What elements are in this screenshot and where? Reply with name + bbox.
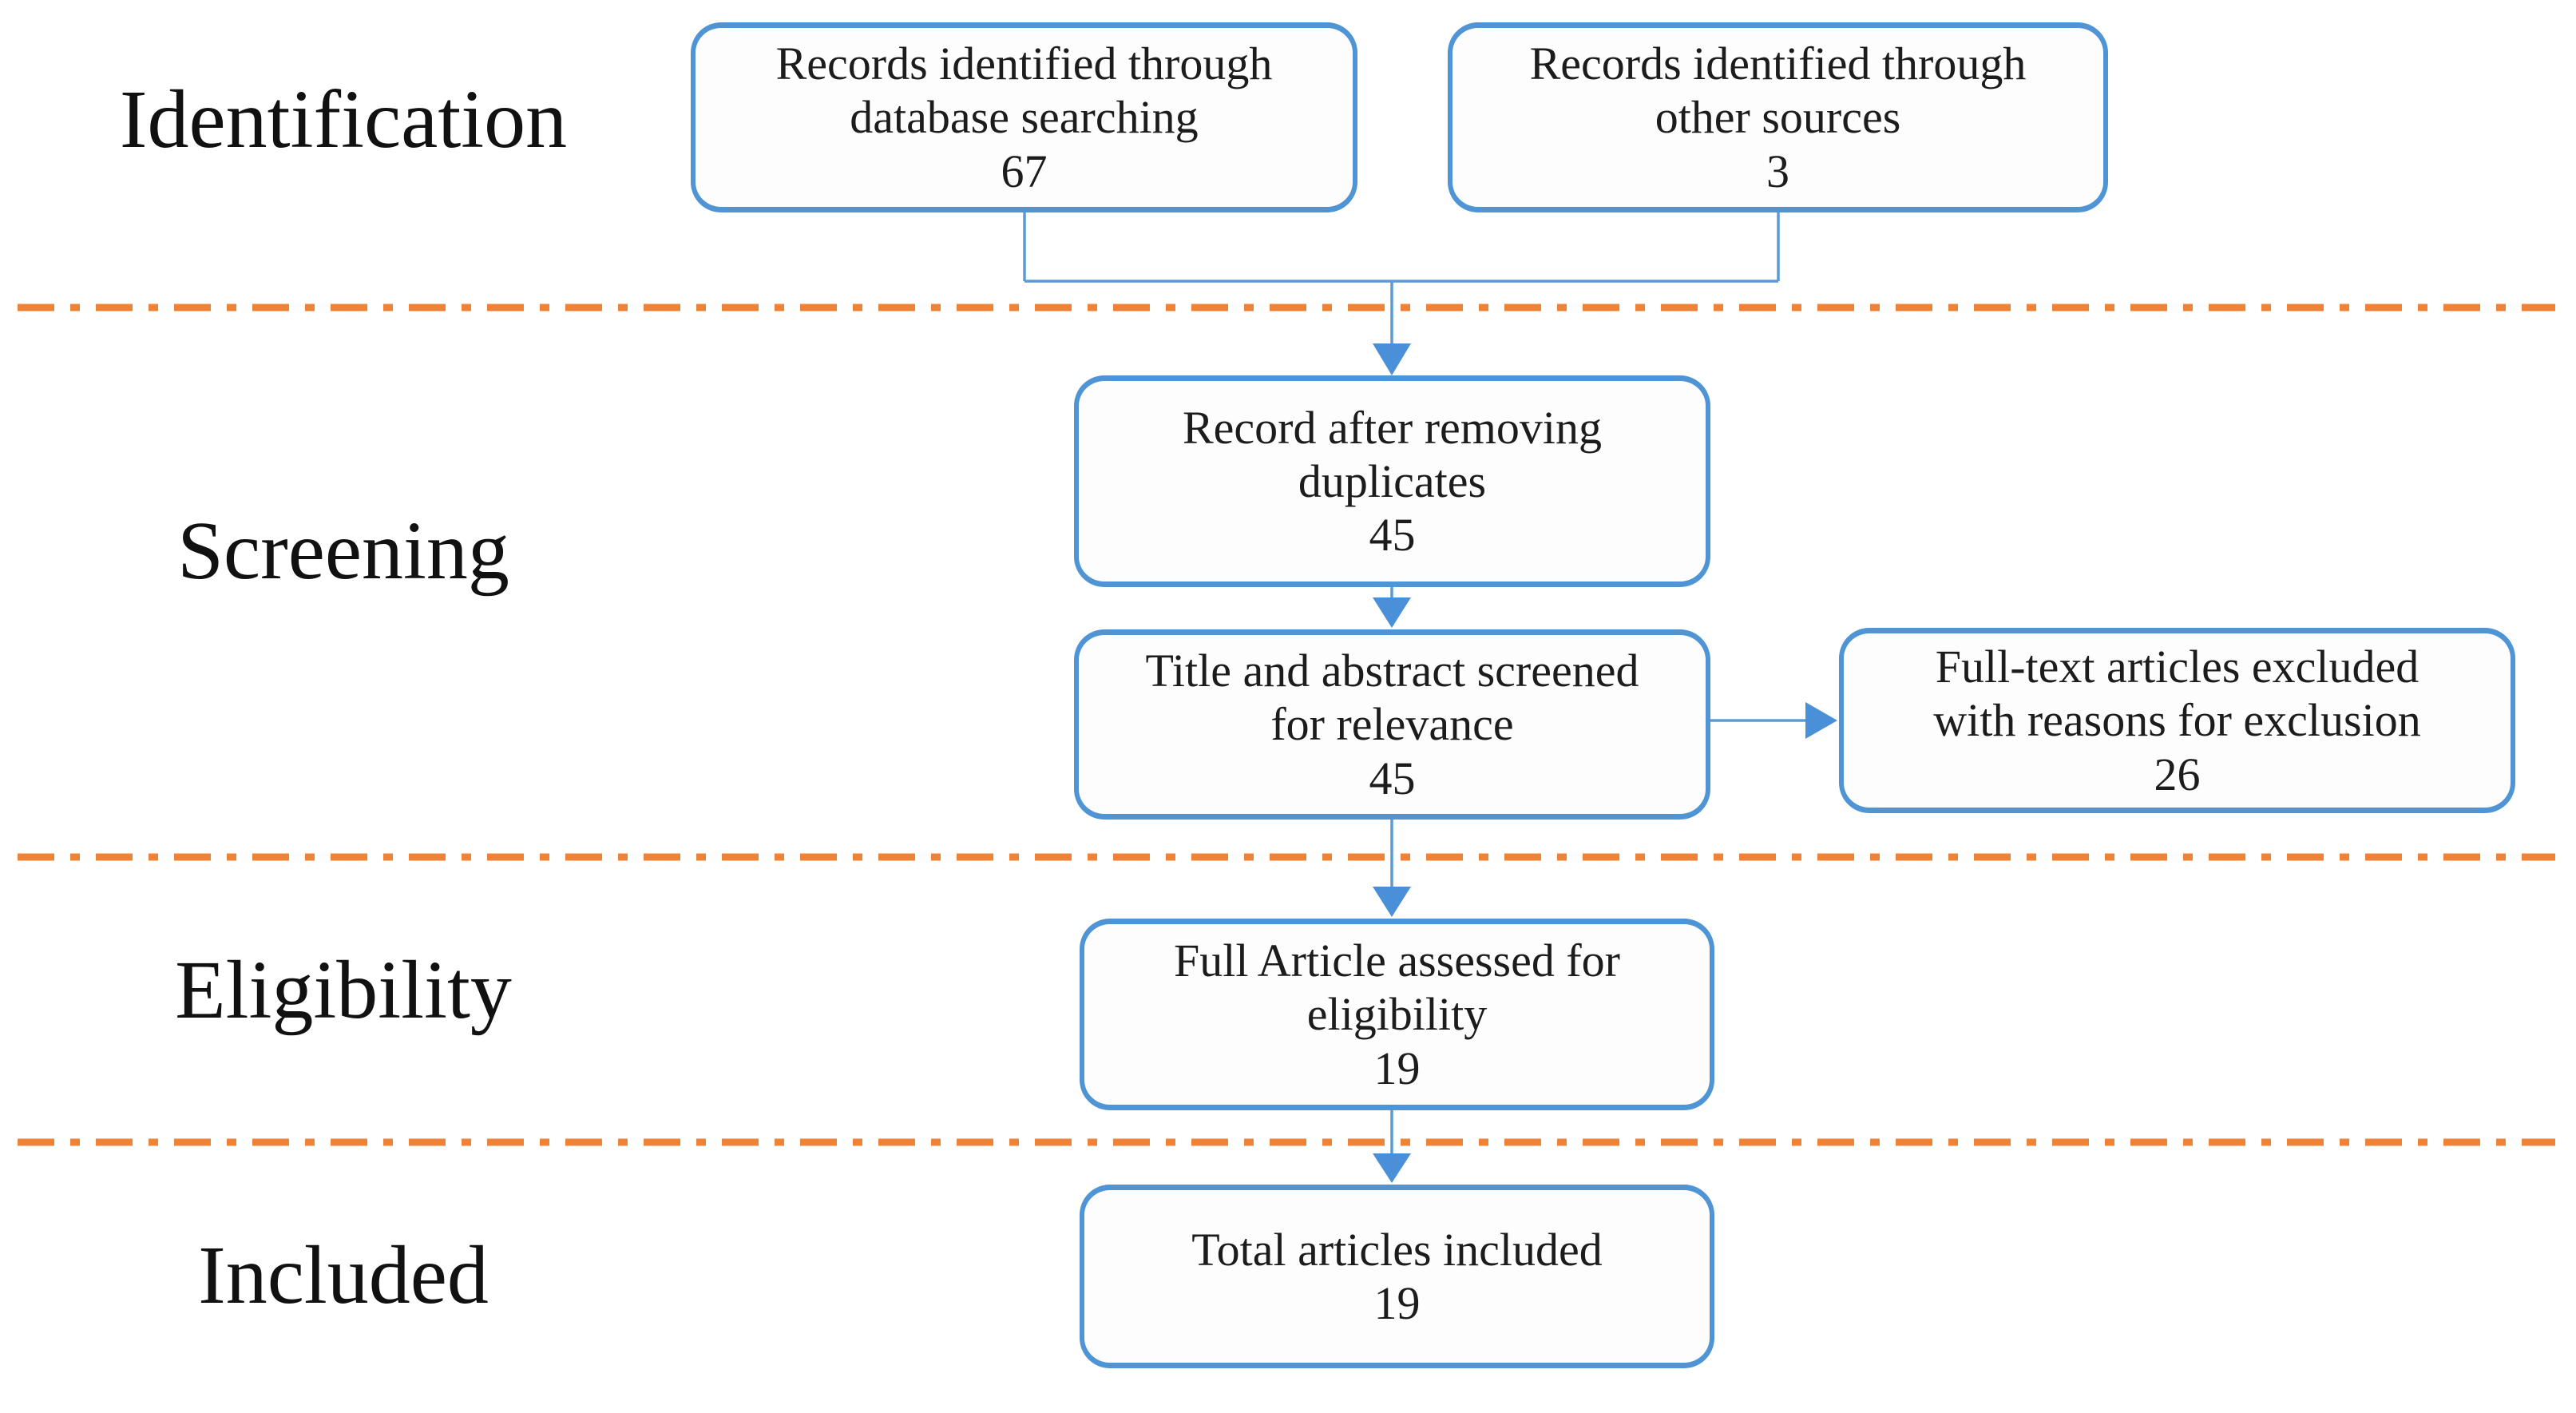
arrowheads: [1373, 343, 1837, 1183]
box-total-articles-included-count: 19: [1373, 1277, 1421, 1329]
section-label-included: Included: [198, 1229, 489, 1321]
box-fulltext-excluded-text: Full-text articles excluded with reasons…: [1933, 641, 2421, 747]
box-records-other-sources: Records identified through other sources…: [1448, 22, 2108, 212]
box-total-articles-included-text: Total articles included: [1191, 1223, 1603, 1276]
box-records-database-searching-text: Records identified through database sear…: [775, 38, 1273, 144]
section-label-eligibility: Eligibility: [175, 944, 512, 1036]
box-records-after-duplicates-text: Record after removing duplicates: [1182, 401, 1602, 507]
box-records-after-duplicates: Record after removing duplicates 45: [1074, 375, 1710, 587]
box-records-after-duplicates-count: 45: [1369, 509, 1416, 562]
box-records-database-searching-count: 67: [1001, 145, 1048, 197]
arrowhead-into-screen: [1373, 597, 1411, 628]
box-full-article-assessed-count: 19: [1373, 1042, 1421, 1094]
box-full-article-assessed: Full Article assessed for eligibility 19: [1080, 919, 1714, 1110]
box-total-articles-included: Total articles included 19: [1080, 1185, 1714, 1368]
box-records-other-sources-text: Records identified through other sources: [1529, 38, 2027, 144]
connector-lines: [1023, 212, 1806, 1158]
arrowhead-into-elig: [1373, 887, 1411, 917]
section-label-screening: Screening: [177, 505, 509, 597]
box-records-other-sources-count: 3: [1766, 145, 1789, 197]
box-title-abstract-screened-text: Title and abstract screened for relevanc…: [1145, 645, 1639, 751]
arrowhead-into-dup: [1373, 343, 1411, 375]
box-fulltext-excluded: Full-text articles excluded with reasons…: [1839, 628, 2515, 813]
arrowhead-into-incl: [1373, 1153, 1411, 1183]
box-records-database-searching: Records identified through database sear…: [691, 22, 1357, 212]
box-full-article-assessed-text: Full Article assessed for eligibility: [1174, 935, 1620, 1041]
section-divider-lines: [18, 304, 2555, 1146]
box-title-abstract-screened-count: 45: [1369, 752, 1416, 804]
arrowhead-into-excl: [1805, 702, 1837, 739]
box-title-abstract-screened: Title and abstract screened for relevanc…: [1074, 629, 1710, 820]
box-fulltext-excluded-count: 26: [2154, 748, 2201, 800]
section-label-identification: Identification: [119, 73, 568, 165]
